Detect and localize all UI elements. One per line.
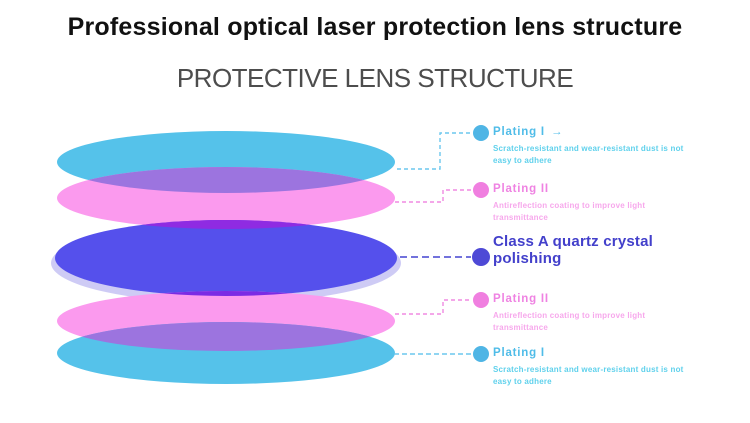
callout-plating2-upper-label: Plating II xyxy=(493,183,549,195)
page-subtitle: PROTECTIVE LENS STRUCTURE xyxy=(176,63,574,93)
bullet-plating1-bottom xyxy=(473,346,489,362)
bullet-plating2-lower xyxy=(473,292,489,308)
callout-plating1-bottom-description: Scratch-resistant and wear-resistant dus… xyxy=(493,365,684,386)
lens-layer-quartz-core xyxy=(55,220,397,296)
callout-plating1-top-description: Scratch-resistant and wear-resistant dus… xyxy=(493,144,684,165)
connector-plating1-top xyxy=(397,132,472,170)
callout-plating2-lower-description: Antireflection coating to improve light … xyxy=(493,311,646,332)
callout-plating2-lower: Plating II Antireflection coating to imp… xyxy=(493,293,703,334)
right-arrow-icon: → xyxy=(550,126,564,138)
bullet-plating2-upper xyxy=(473,182,489,198)
callout-plating1-top: Plating I→ Scratch-resistant and wear-re… xyxy=(493,126,703,167)
page-title: Professional optical laser protection le… xyxy=(67,13,683,41)
connector-plating2-upper xyxy=(395,189,472,203)
callout-plating1-bottom: Plating I Scratch-resistant and wear-res… xyxy=(493,347,703,388)
callout-plating1-bottom-label: Plating I xyxy=(493,347,545,359)
callout-plating2-upper: Plating II Antireflection coating to imp… xyxy=(493,183,703,224)
overlap-plating1-plating2-top xyxy=(57,167,395,193)
callout-plating2-lower-label: Plating II xyxy=(493,293,549,305)
callout-plating2-upper-description: Antireflection coating to improve light … xyxy=(493,201,646,222)
bullet-quartz-core xyxy=(472,248,490,266)
callout-plating1-top-label: Plating I→ xyxy=(493,126,564,138)
bullet-plating1-top xyxy=(473,125,489,141)
callout-quartz-core-label: Class A quartz crystal polishing xyxy=(493,233,654,267)
overlap-plating2-plating1-bottom xyxy=(57,322,395,351)
connector-plating2-lower xyxy=(395,299,472,315)
